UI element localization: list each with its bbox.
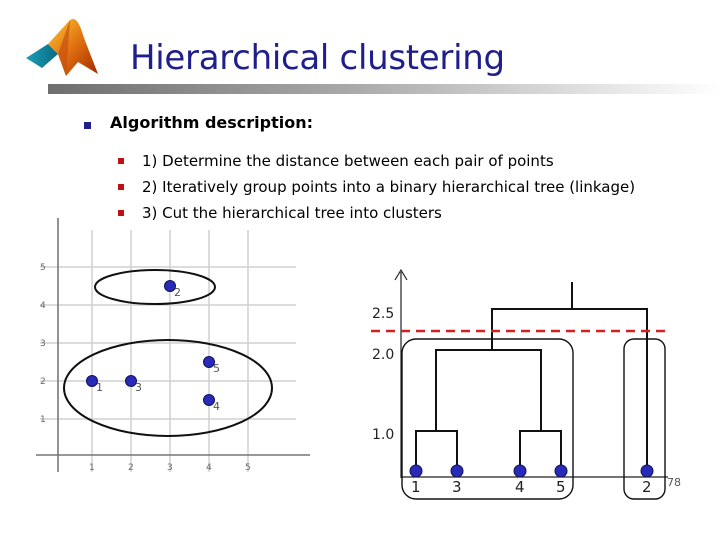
dendrogram-leaf-node <box>640 464 654 478</box>
y-tick-label: 2 <box>40 377 46 387</box>
step-bullet-icon <box>118 184 124 190</box>
step-item: 1) Determine the distance between each p… <box>118 152 635 178</box>
scatter-point-label: 1 <box>96 381 103 394</box>
title-underline <box>48 84 720 94</box>
section-heading: Algorithm description: <box>110 113 314 132</box>
step-item: 2) Iteratively group points into a binar… <box>118 178 635 204</box>
scatter-point <box>203 394 215 406</box>
step-bullet-icon <box>118 210 124 216</box>
dendrogram-leaf-label: 5 <box>556 478 566 496</box>
dendrogram-leaf-label: 3 <box>452 478 462 496</box>
scatter-point-label: 4 <box>213 400 220 413</box>
slide-title: Hierarchical clustering <box>130 38 505 78</box>
dendrogram-leaf-node <box>513 464 527 478</box>
step-text: 2) Iteratively group points into a binar… <box>142 178 636 196</box>
step-text: 3) Cut the hierarchical tree into cluste… <box>142 204 442 222</box>
dendrogram-level-label: 2.0 <box>372 347 394 363</box>
dendrogram-leaf-node <box>409 464 423 478</box>
dendrogram-leaf-node <box>554 464 568 478</box>
x-tick-label: 1 <box>89 463 95 473</box>
scatter-point-label: 5 <box>213 362 220 375</box>
scatter-point-label: 3 <box>135 381 142 394</box>
x-tick-label: 5 <box>245 463 251 473</box>
scatter-point <box>164 280 176 292</box>
algorithm-steps: 1) Determine the distance between each p… <box>118 152 635 230</box>
dendrogram-cluster-box-left <box>401 338 574 500</box>
y-tick-label: 3 <box>40 339 46 349</box>
dendrogram-leaf-label: 1 <box>411 478 421 496</box>
scatter-point <box>203 356 215 368</box>
scatter-point-label: 2 <box>174 286 181 299</box>
dendrogram-y-axis-arrow-icon <box>394 268 408 281</box>
scatter-point <box>125 375 137 387</box>
step-bullet-icon <box>118 158 124 164</box>
dendrogram-cluster-box-right <box>623 338 666 500</box>
step-text: 1) Determine the distance between each p… <box>142 152 554 170</box>
page-number: 78 <box>667 476 681 489</box>
x-tick-label: 2 <box>128 463 134 473</box>
scatter-point <box>86 375 98 387</box>
dendrogram-level-label: 2.5 <box>372 306 394 322</box>
x-tick-label: 4 <box>206 463 212 473</box>
dendrogram-leaf-label: 2 <box>642 478 652 496</box>
heading-bullet-icon <box>84 122 91 129</box>
dendrogram-leaf-label: 4 <box>515 478 525 496</box>
y-tick-label: 1 <box>40 415 46 425</box>
dendrogram-tree <box>415 282 648 471</box>
step-item: 3) Cut the hierarchical tree into cluste… <box>118 204 635 230</box>
dendrogram-leaf-node <box>450 464 464 478</box>
y-tick-label: 4 <box>40 301 46 311</box>
y-tick-label: 5 <box>40 263 46 273</box>
cluster-ellipse-points-1-3-4-5 <box>63 339 273 437</box>
cluster-ellipse-point-2 <box>94 269 216 305</box>
matlab-logo-icon <box>26 18 98 76</box>
dendrogram-level-label: 1.0 <box>372 427 394 443</box>
x-tick-label: 3 <box>167 463 173 473</box>
